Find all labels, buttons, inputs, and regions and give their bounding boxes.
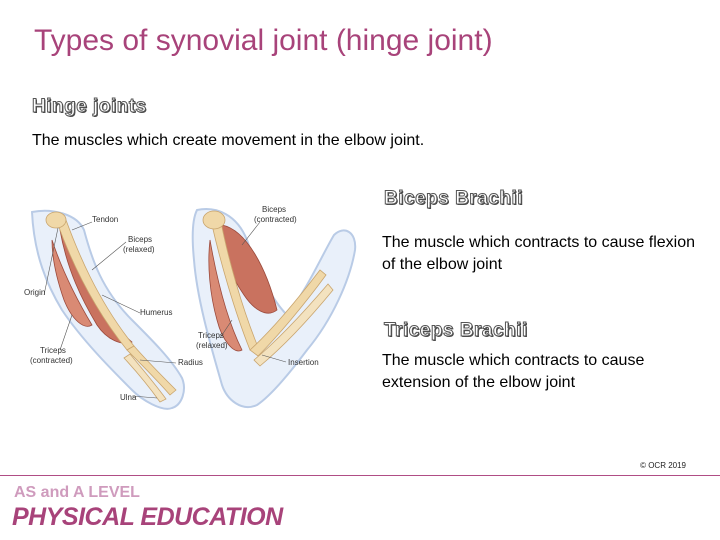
label-ulna: Ulna (120, 393, 137, 402)
label-triceps-relaxed-state: (relaxed) (196, 341, 228, 350)
section-heading-hinge-joints: Hinge joints (32, 96, 147, 118)
biceps-brachii-heading: Biceps Brachii (384, 188, 524, 210)
elbow-muscles-diagram: Tendon Biceps (relaxed) Origin Humerus T… (24, 205, 357, 410)
extended-arm-illustration (30, 209, 185, 410)
footer-divider (0, 475, 720, 476)
brand-level-text: AS and A LEVEL (14, 484, 140, 501)
label-origin: Origin (24, 288, 45, 297)
label-triceps-relaxed: Triceps (198, 331, 224, 340)
label-biceps-contracted-state: (contracted) (254, 215, 297, 224)
label-tendon: Tendon (92, 215, 118, 224)
copyright-notice: © OCR 2019 (640, 461, 686, 470)
intro-text: The muscles which create movement in the… (32, 132, 425, 149)
label-biceps-relaxed: Biceps (128, 235, 152, 244)
label-biceps-relaxed-state: (relaxed) (123, 245, 155, 254)
label-triceps-contracted: Triceps (40, 346, 66, 355)
triceps-brachii-description: The muscle which contracts to cause exte… (382, 352, 645, 391)
label-triceps-contracted-state: (contracted) (30, 356, 73, 365)
flexed-arm-illustration (191, 208, 357, 408)
slide-title: Types of synovial joint (hinge joint) (34, 24, 493, 57)
label-radius: Radius (178, 358, 203, 367)
biceps-brachii-description: The muscle which contracts to cause flex… (382, 234, 696, 273)
triceps-brachii-heading: Triceps Brachii (384, 320, 528, 342)
label-insertion: Insertion (288, 358, 319, 367)
label-biceps-contracted: Biceps (262, 205, 286, 214)
label-humerus: Humerus (140, 308, 172, 317)
brand-subject-logo: PHYSICAL EDUCATION (12, 503, 283, 531)
